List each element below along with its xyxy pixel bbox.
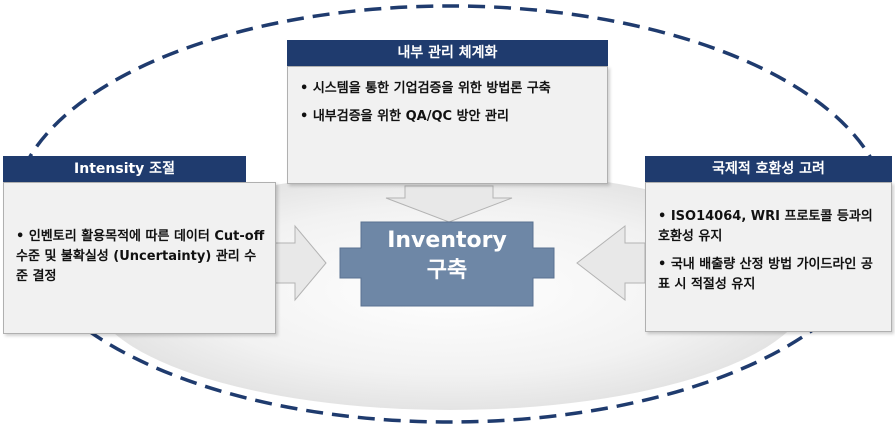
center-label-line-2: 구축 (426, 258, 468, 283)
left-box-panel: • 인벤토리 활용목적에 따른 데이터 Cut-off 수준 및 불확실성 (U… (3, 182, 276, 334)
right-bullet-2: • 국내 배출량 산정 방법 가이드라인 공표 시 적절성 유지 (658, 257, 873, 292)
right-box-header: 국제적 호환성 고려 (645, 156, 892, 182)
top-box-header: 내부 관리 체계화 (287, 40, 608, 66)
center-label-line-1: Inventory (387, 228, 507, 253)
right-box-panel: • ISO14064, WRI 프로토콜 등과의 호환성 유지 • 국내 배출량… (645, 182, 892, 332)
top-bullet-1: • 시스템을 통한 기업검증을 위한 방법론 구축 (300, 81, 551, 96)
arrow-left (576, 224, 646, 302)
arrow-right (274, 224, 327, 302)
center-shape (339, 221, 555, 307)
top-box-panel: • 시스템을 통한 기업검증을 위한 방법론 구축 • 내부검증을 위한 QA/… (287, 66, 608, 184)
right-bullet-1: • ISO14064, WRI 프로토콜 등과의 호환성 유지 (658, 209, 873, 244)
left-bullet-1: • 인벤토리 활용목적에 따른 데이터 Cut-off 수준 및 불확실성 (U… (16, 229, 265, 284)
center-label: Inventory 구축 (340, 226, 554, 286)
left-box-header: Intensity 조절 (3, 156, 246, 182)
arrow-down (385, 185, 513, 223)
top-bullet-2: • 내부검증을 위한 QA/QC 방안 관리 (300, 109, 509, 124)
